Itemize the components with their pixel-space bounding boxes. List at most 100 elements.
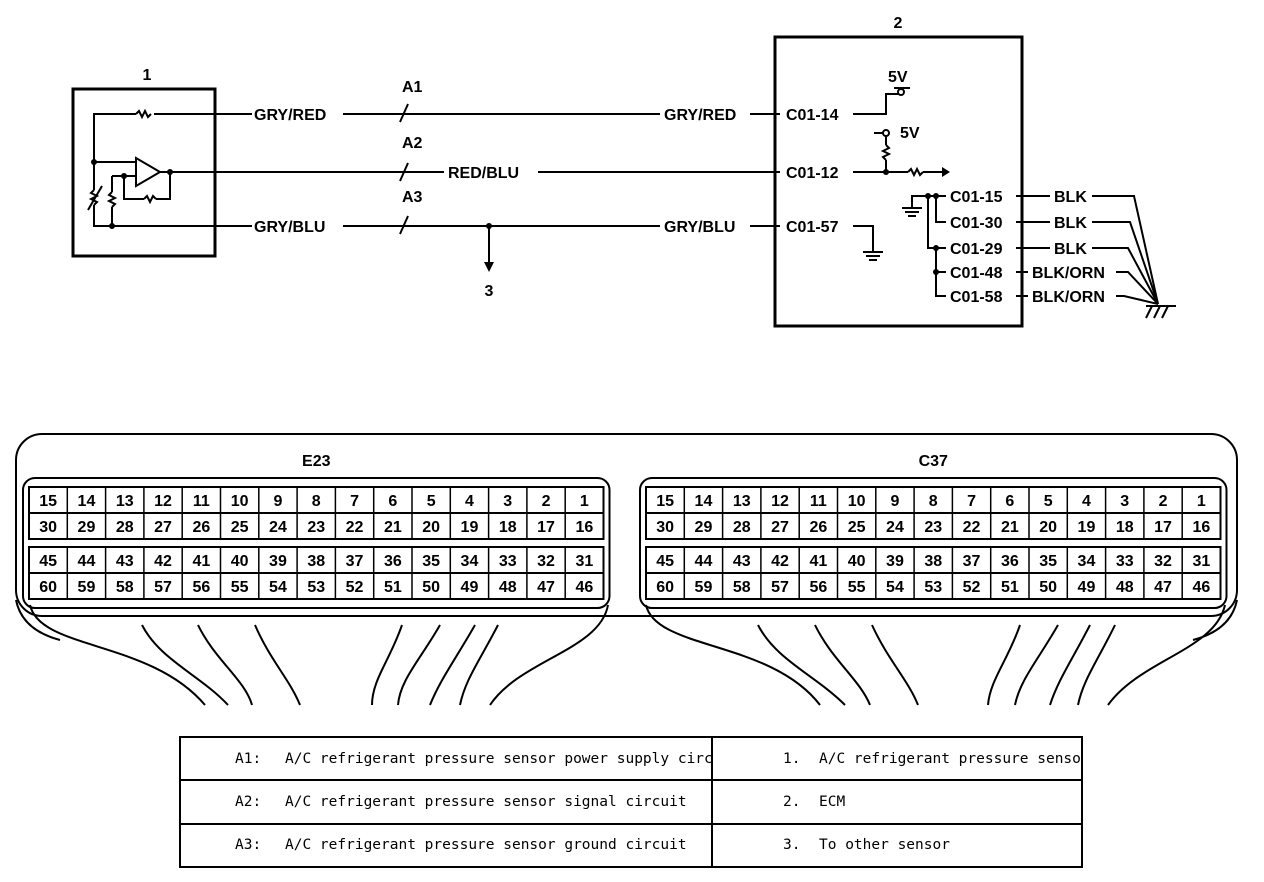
legend-row: A1: A/C refrigerant pressure sensor power… (179, 735, 1083, 782)
pin-number: 52 (963, 579, 981, 596)
pin-number: 53 (307, 579, 325, 596)
ecm-pin-c01-14: C01-14 (786, 107, 839, 124)
pin-number: 37 (963, 553, 981, 570)
pin-number: 56 (809, 579, 827, 596)
pin-number: 55 (848, 579, 866, 596)
pin-number: 57 (771, 579, 789, 596)
pin-number: 31 (1192, 553, 1210, 570)
legend-component-cell: 1. A/C refrigerant pressure sensor (711, 735, 1083, 782)
pin-number: 16 (1192, 519, 1210, 536)
pin-number: 39 (269, 553, 287, 570)
pin-number: 52 (346, 579, 364, 596)
legend-table: A1: A/C refrigerant pressure sensor power… (179, 735, 1083, 869)
pin-number: 55 (231, 579, 249, 596)
legend-key: A2: (235, 793, 262, 810)
supply-5v-label-2: 5V (900, 125, 920, 142)
harness-wire (429, 624, 476, 706)
pin-number: 6 (1005, 493, 1014, 510)
pin-number: 13 (116, 493, 134, 510)
pin-number: 19 (461, 519, 479, 536)
pin-number: 56 (192, 579, 210, 596)
pin-number: 3 (1120, 493, 1129, 510)
pin-number: 33 (499, 553, 517, 570)
harness-wire (197, 624, 253, 706)
ground-pin-c01-15: C01-15 (950, 189, 1003, 206)
pin-number: 34 (461, 553, 479, 570)
pin-number: 46 (1192, 579, 1210, 596)
pin-number: 39 (886, 553, 904, 570)
legend-text: A/C refrigerant pressure sensor (819, 750, 1082, 767)
ground-pins: C01-15 C01-30 C01-29 C01-48 C01-58 BLK B… (950, 189, 1176, 319)
pin-number: 47 (537, 579, 555, 596)
legend-text: ECM (819, 793, 846, 810)
wire-harness (29, 604, 1226, 706)
wire-a1-ecm-label: GRY/RED (664, 107, 736, 124)
pin-number: 54 (886, 579, 904, 596)
pin-number: 31 (575, 553, 593, 570)
pin-number: 29 (78, 519, 96, 536)
pin-number: 60 (656, 579, 674, 596)
sensor-number: 1 (143, 67, 152, 84)
pin-number: 37 (346, 553, 364, 570)
pin-number: 45 (656, 553, 674, 570)
wire-a3-ecm-label: GRY/BLU (664, 219, 735, 236)
pin-number: 7 (967, 493, 976, 510)
harness-wire (1049, 624, 1091, 706)
pin-number: 48 (1116, 579, 1134, 596)
pin-number: 36 (1001, 553, 1019, 570)
sensor-internal-circuit (87, 108, 215, 229)
ground-wire-color-1: BLK (1054, 189, 1087, 206)
harness-wire (141, 624, 229, 706)
pin-number: 34 (1078, 553, 1096, 570)
pin-number: 27 (154, 519, 172, 536)
pin-number: 1 (580, 493, 589, 510)
pin-number: 18 (1116, 519, 1134, 536)
pin-number: 29 (695, 519, 713, 536)
pin-number: 14 (78, 493, 96, 510)
pin-number: 15 (656, 493, 674, 510)
pin-number: 51 (1001, 579, 1019, 596)
legend-key: 1. (783, 750, 801, 767)
ecm-pin-c01-12: C01-12 (786, 165, 839, 182)
pin-number: 43 (116, 553, 134, 570)
wire-a1-sensor-label: GRY/RED (254, 107, 326, 124)
ground-pin-c01-30: C01-30 (950, 215, 1003, 232)
ecm-internal-circuit (853, 87, 950, 297)
pin-number: 43 (733, 553, 751, 570)
legend-key: A1: (235, 750, 262, 767)
pin-number: 32 (537, 553, 555, 570)
harness-wire (1014, 624, 1059, 706)
pin-number: 2 (1159, 493, 1168, 510)
pin-number: 16 (575, 519, 593, 536)
harness-wire (987, 624, 1021, 706)
pin-number: 50 (422, 579, 440, 596)
ground-pin-c01-29: C01-29 (950, 241, 1003, 258)
pin-number: 38 (924, 553, 942, 570)
pin-number: 3 (503, 493, 512, 510)
pin-number: 46 (575, 579, 593, 596)
pin-number: 51 (384, 579, 402, 596)
harness-wire (757, 624, 846, 706)
pin-number: 26 (192, 519, 210, 536)
pin-number: 11 (810, 493, 827, 510)
pin-number: 33 (1116, 553, 1134, 570)
legend-row: A3:A/C refrigerant pressure sensor groun… (179, 822, 1083, 869)
pin-number: 19 (1078, 519, 1096, 536)
pin-number: 49 (1078, 579, 1096, 596)
pin-number: 54 (269, 579, 287, 596)
pin-number: 50 (1039, 579, 1057, 596)
legend-key: 2. (783, 793, 801, 810)
harness-wire (489, 604, 609, 706)
ground-pin-c01-58: C01-58 (950, 289, 1003, 306)
pin-number: 36 (384, 553, 402, 570)
pin-number: 48 (499, 579, 517, 596)
pin-number: 30 (39, 519, 57, 536)
pin-number: 21 (384, 519, 402, 536)
harness-wire (1107, 604, 1226, 706)
legend-text: A/C refrigerant pressure sensor power su… (285, 750, 712, 767)
pin-number: 7 (350, 493, 359, 510)
wire-a2-label: RED/BLU (448, 165, 519, 182)
pin-number: 9 (273, 493, 282, 510)
